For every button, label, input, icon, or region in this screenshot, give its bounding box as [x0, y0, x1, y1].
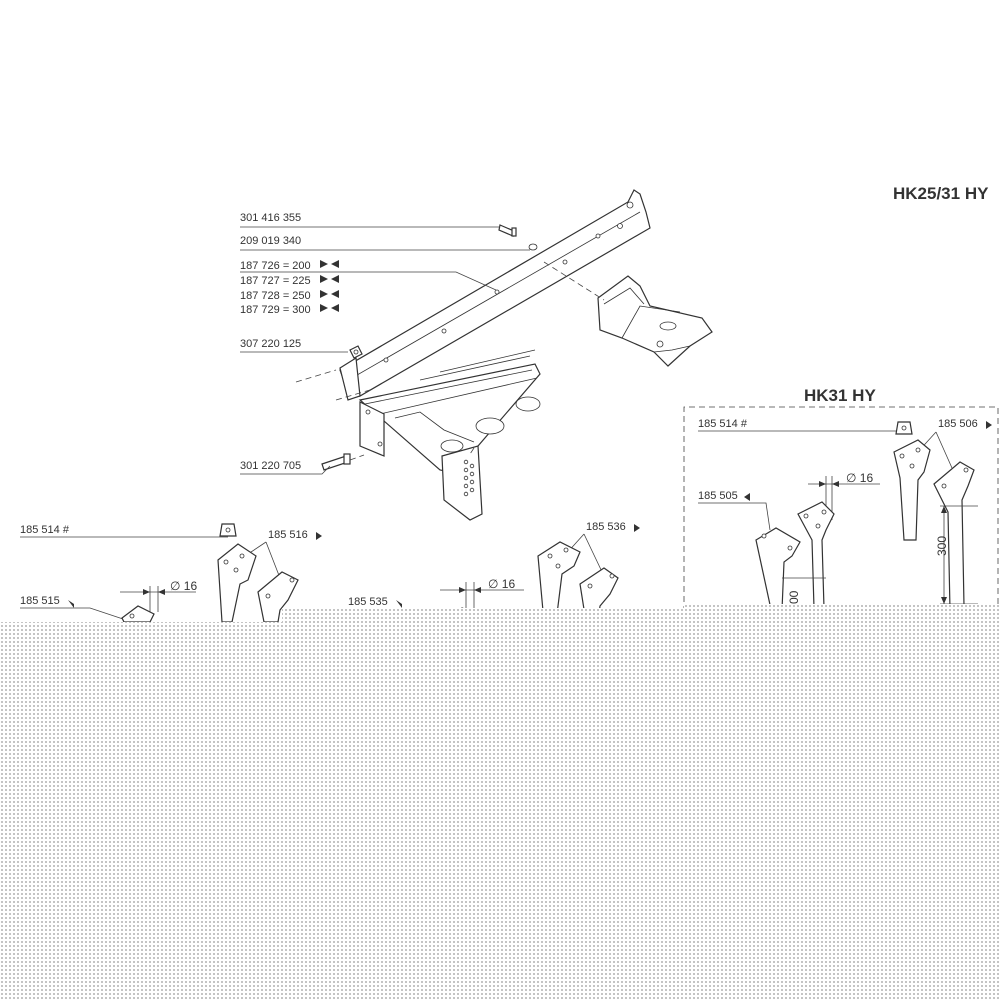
dimension-diameter-middle: ∅ 16	[488, 577, 515, 591]
nut-icon	[895, 421, 913, 435]
part-label-301416355: 301 416 355	[240, 212, 301, 224]
leader-lines-main	[240, 226, 530, 475]
dimension-length-300: 300	[935, 536, 949, 556]
part-label-185514-left: 185 514 #	[20, 524, 70, 536]
part-label-185506: 185 506	[938, 418, 978, 430]
part-label-187727: 187 727 = 225	[240, 275, 311, 287]
dimension-diameter-box: ∅ 16	[846, 471, 873, 485]
part-label-185505: 185 505	[698, 490, 738, 502]
part-label-307220125: 307 220 125	[240, 338, 301, 350]
model-title: HK25/31 HY	[893, 184, 989, 203]
part-label-185536: 185 536	[586, 521, 626, 533]
halftone-mask-top-strip	[282, 608, 686, 622]
dimension-partial: 00	[787, 590, 801, 604]
hk31-subassembly-box: 185 514 # 185 506 300 ∅ 16 185 50	[683, 406, 999, 622]
part-label-301220705: 301 220 705	[240, 460, 301, 472]
part-label-187728: 187 728 = 250	[240, 290, 311, 302]
bolt-bottom-icon	[321, 453, 351, 471]
part-label-185514-box: 185 514 #	[698, 418, 748, 430]
nut-icon	[219, 523, 237, 537]
part-label-185516: 185 516	[268, 529, 308, 541]
subassembly-title: HK31 HY	[804, 386, 876, 405]
halftone-mask-box-strip	[684, 604, 1000, 622]
main-frame-assembly	[295, 189, 713, 521]
bolt-icon	[498, 224, 517, 237]
part-label-187729: 187 729 = 300	[240, 304, 311, 316]
dimension-diameter-left: ∅ 16	[170, 579, 197, 593]
left-right-marker-icon	[320, 260, 339, 312]
part-label-185535: 185 535	[348, 596, 388, 608]
nut-icon	[349, 345, 363, 359]
halftone-mask	[0, 622, 1000, 1000]
part-label-187726: 187 726 = 200	[240, 260, 311, 272]
part-label-209019340: 209 019 340	[240, 235, 301, 247]
tine-group-left: 185 514 # 185 516 ∅ 16 185 515	[20, 523, 322, 623]
tine-group-middle: 185 536 ∅ 16 185 535	[348, 521, 640, 623]
part-label-185515: 185 515	[20, 595, 60, 607]
washer-icon	[528, 243, 538, 251]
